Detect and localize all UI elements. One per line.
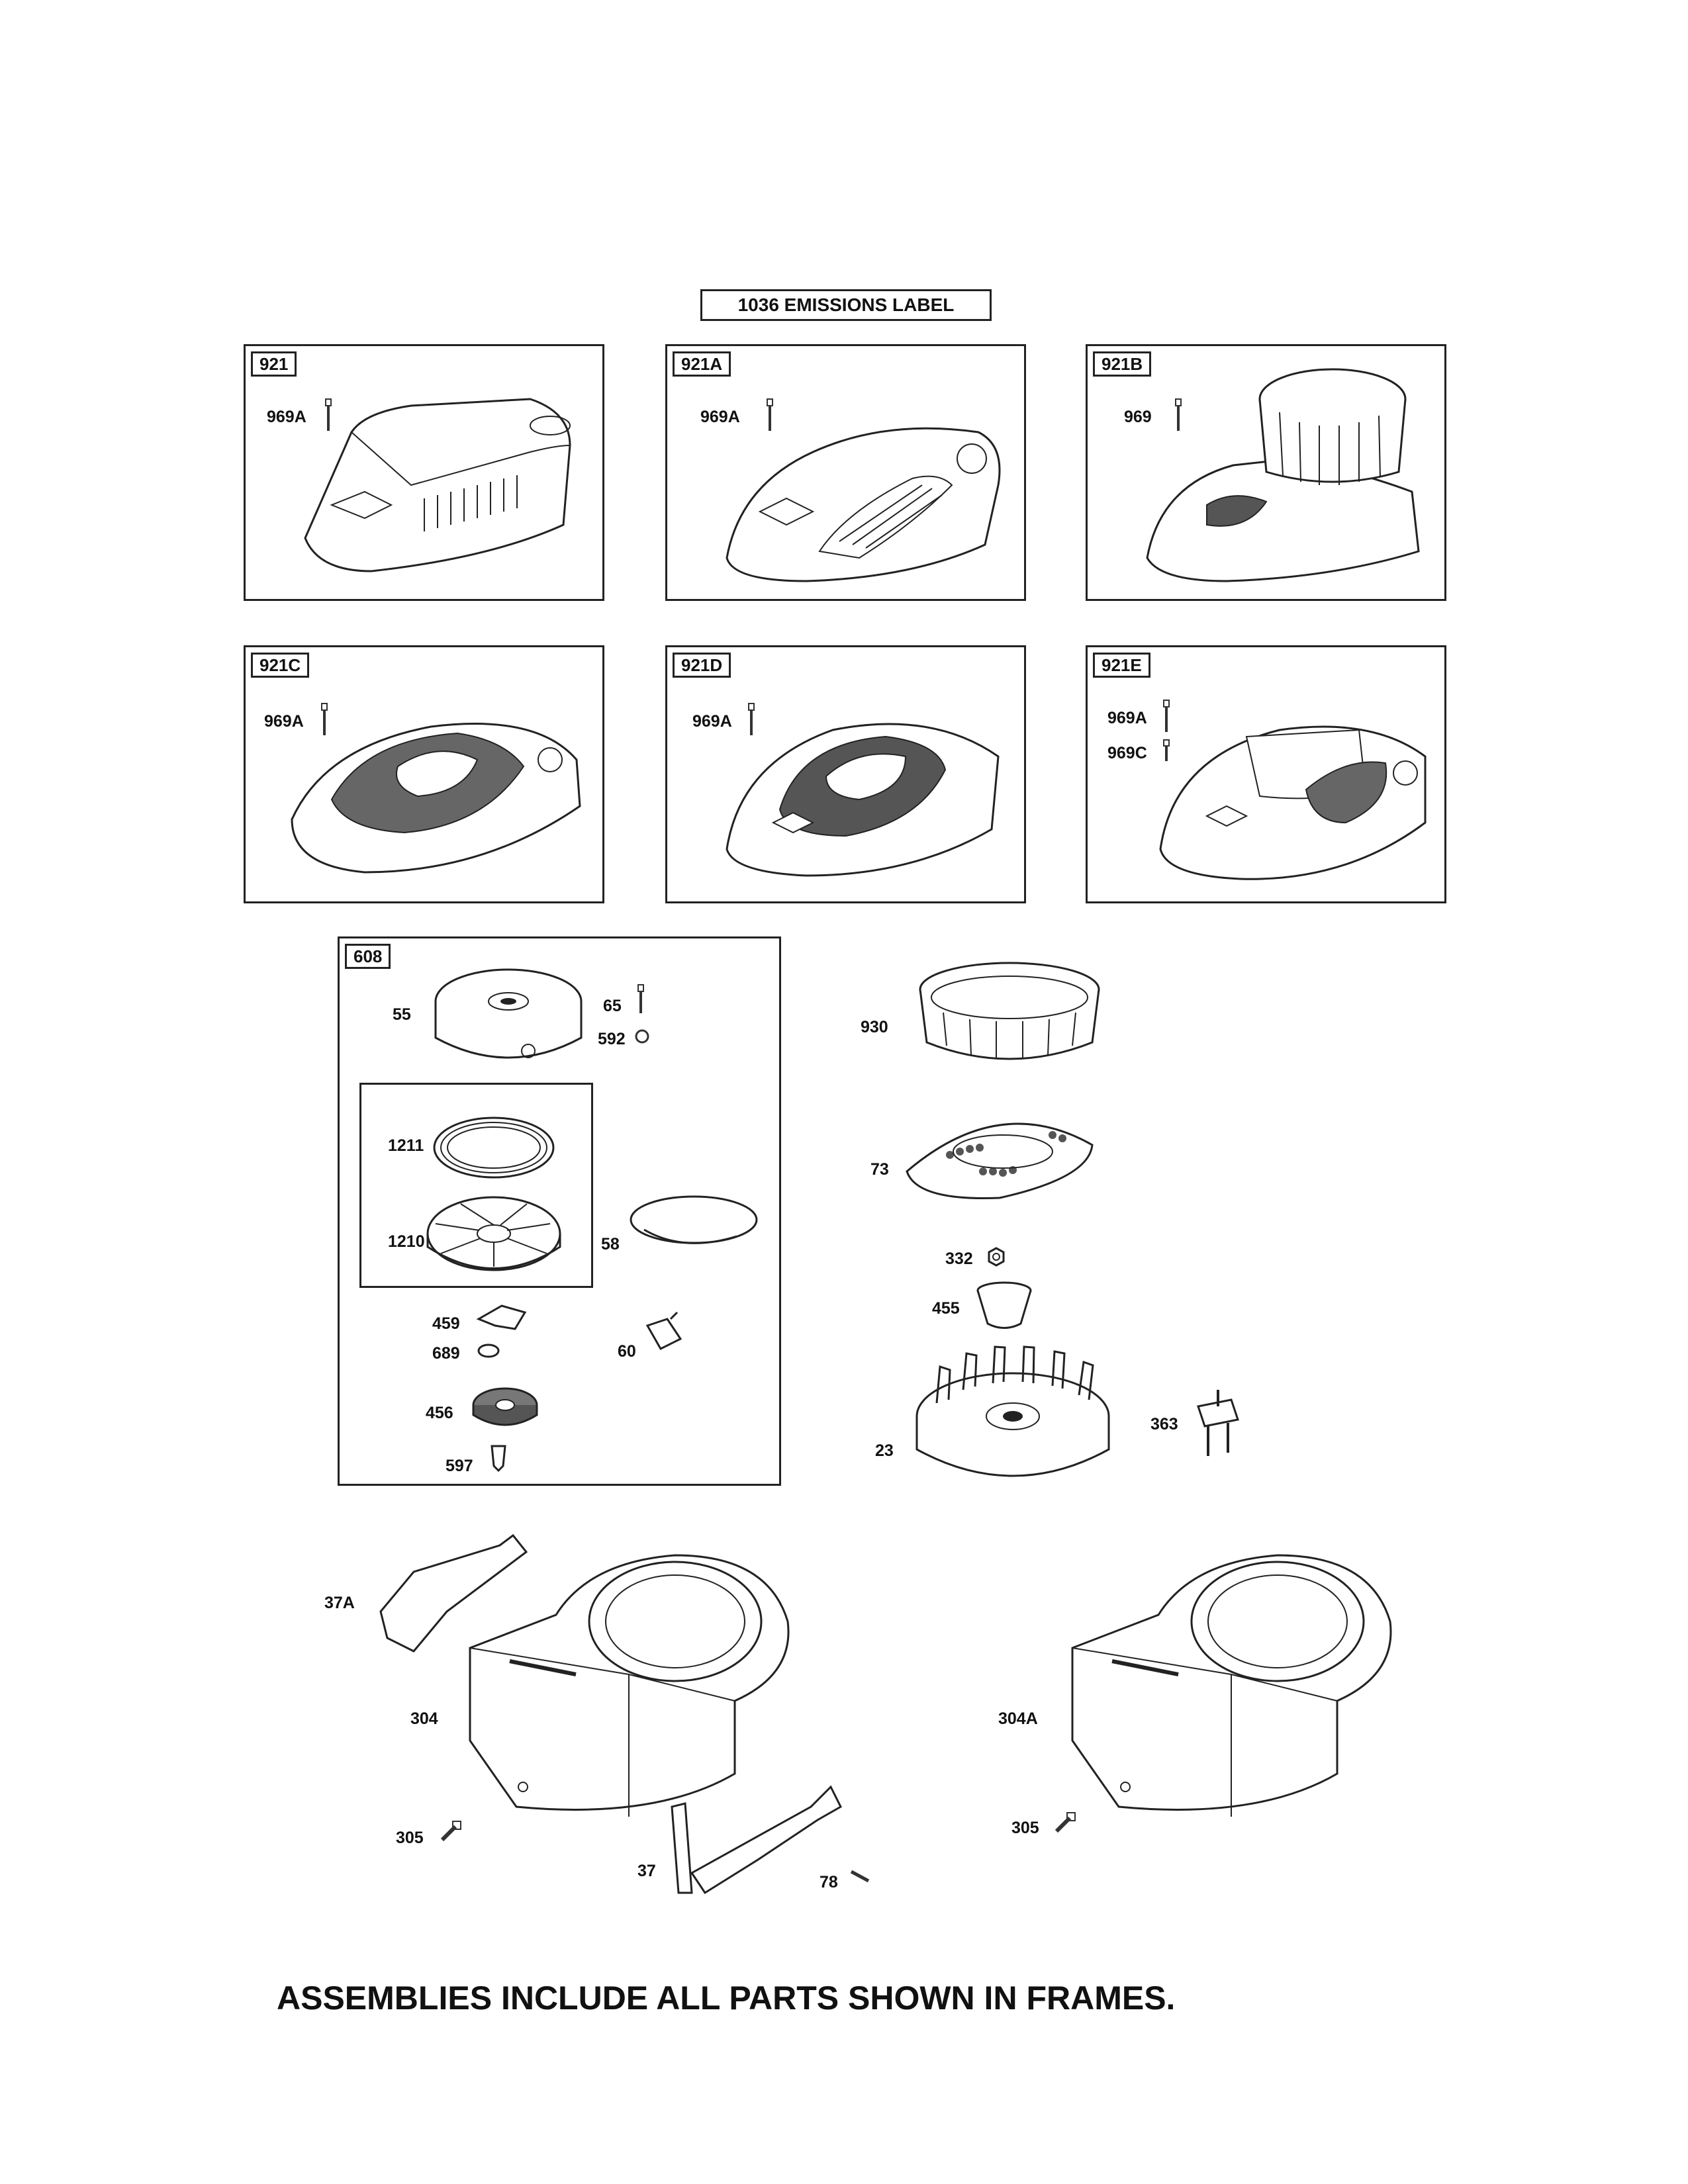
blower-cover-drawing: [292, 373, 583, 584]
handle-drawing: [641, 1312, 687, 1352]
cover-frame-921: 921 969A: [244, 344, 604, 601]
starter-frame-608: 608 55 65 592 1211 1210 58: [338, 936, 781, 1486]
screw-label: 969A: [1107, 709, 1147, 727]
armature-bracket-drawing: [1192, 1387, 1244, 1459]
frame-tag: 921B: [1093, 351, 1152, 377]
cover-frame-921B: 921B 969: [1086, 344, 1446, 601]
cover-frame-921E: 921E 969A 969C: [1086, 645, 1446, 903]
screw-icon: [765, 399, 774, 432]
part-label: 37: [637, 1862, 656, 1880]
frame-tag: 921: [251, 351, 297, 377]
cover-frame-921A: 921A 969A: [665, 344, 1026, 601]
part-label: 1210: [388, 1232, 425, 1251]
part-label: 1211: [388, 1136, 424, 1155]
screw-icon: [1174, 399, 1183, 432]
part-label: 456: [426, 1404, 453, 1422]
part-label: 592: [598, 1030, 626, 1048]
part-label: 23: [875, 1441, 894, 1460]
rotating-screen-drawing: [904, 1105, 1096, 1205]
blower-housing-drawing: [1059, 1542, 1403, 1827]
frame-tag: 921E: [1093, 653, 1150, 678]
screw-label: 969: [1124, 408, 1152, 426]
part-label: 78: [820, 1873, 838, 1891]
recoil-spring-drawing: [428, 1108, 560, 1187]
cover-frame-921C: 921C 969A: [244, 645, 604, 903]
blower-cover-drawing: [1147, 684, 1438, 889]
part-label: 37A: [324, 1594, 355, 1612]
frame-tag: 921C: [251, 653, 310, 678]
part-label: 60: [618, 1342, 636, 1361]
part-label: 459: [432, 1314, 460, 1333]
starter-housing-drawing: [429, 965, 588, 1077]
blower-cover-drawing: [714, 684, 1005, 886]
part-label: 455: [932, 1299, 960, 1318]
screw-label: 969A: [264, 712, 304, 731]
frame-tag: 608: [345, 944, 391, 969]
blower-housing-drawing: [457, 1542, 801, 1827]
screw-icon: [437, 1819, 463, 1845]
screw-icon: [1051, 1810, 1078, 1837]
air-guide-drawing: [665, 1780, 844, 1899]
part-label: 73: [870, 1160, 889, 1179]
ratchet-drawing: [469, 1382, 541, 1435]
screw-icon: [1162, 740, 1171, 762]
retainer-icon: [489, 1443, 508, 1473]
air-guide-drawing: [374, 1532, 533, 1658]
ring-icon: [475, 1341, 502, 1361]
fan-retainer-drawing: [910, 956, 1109, 1069]
screw-icon: [320, 704, 329, 737]
part-label: 332: [945, 1250, 973, 1268]
part-label: 304A: [998, 1709, 1038, 1728]
flywheel-drawing: [910, 1343, 1115, 1496]
cover-frame-921D: 921D 969A: [665, 645, 1026, 903]
blower-cover-drawing: [1134, 359, 1425, 591]
pulley-subframe: 1211 1210: [359, 1083, 593, 1288]
frame-tag: 921A: [673, 351, 731, 377]
part-label: 55: [393, 1005, 411, 1024]
screw-icon: [636, 985, 645, 1015]
screw-label: 969A: [700, 408, 740, 426]
screw-label: 969C: [1107, 744, 1147, 762]
part-label: 304: [410, 1709, 438, 1728]
blower-cover-drawing: [285, 687, 590, 886]
screw-label: 969A: [267, 408, 306, 426]
part-label: 65: [603, 997, 622, 1015]
part-label: 58: [601, 1235, 620, 1253]
part-label: 305: [1011, 1819, 1039, 1837]
emissions-label-callout: 1036 EMISSIONS LABEL: [700, 289, 992, 321]
part-label: 689: [432, 1344, 460, 1363]
pawl-drawing: [475, 1299, 528, 1332]
starter-rope-drawing: [624, 1190, 763, 1263]
part-label: 597: [445, 1457, 473, 1475]
nut-icon: [634, 1028, 650, 1044]
part-label: 305: [396, 1829, 424, 1847]
screw-icon: [324, 399, 333, 432]
pulley-drawing: [421, 1191, 567, 1283]
blower-cover-drawing: [714, 379, 1005, 591]
screw-label: 969A: [692, 712, 732, 731]
screw-icon: [747, 704, 756, 737]
screw-icon: [849, 1866, 872, 1886]
frame-tag: 921D: [673, 653, 731, 678]
part-label: 363: [1150, 1415, 1178, 1433]
part-label: 930: [861, 1018, 888, 1036]
assembly-note: ASSEMBLIES INCLUDE ALL PARTS SHOWN IN FR…: [277, 1979, 1176, 2017]
screw-icon: [1162, 700, 1171, 733]
starter-cup-drawing: [974, 1281, 1034, 1334]
nut-icon: [985, 1246, 1008, 1268]
